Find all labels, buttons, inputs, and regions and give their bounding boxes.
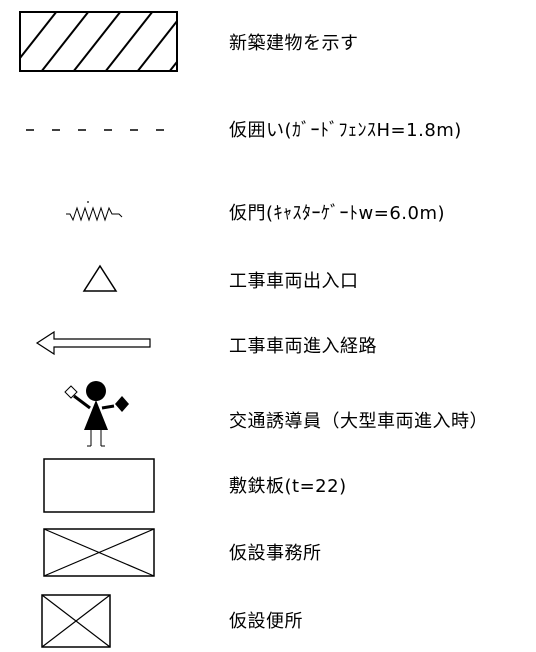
triangle-icon	[82, 264, 118, 294]
plain-rectangle-symbol	[43, 458, 155, 514]
legend-label-new-building: 新築建物を示す	[229, 33, 359, 54]
traffic-guard-icon	[64, 380, 138, 452]
legend-label-temporary-office: 仮設事務所	[229, 543, 322, 564]
legend-label-temporary-toilet: 仮設便所	[229, 611, 303, 632]
zigzag-line-symbol	[64, 200, 134, 224]
legend-label-steel-plate: 敷鉄板(t=22)	[229, 476, 347, 497]
crossed-square-symbol	[41, 594, 111, 648]
left-arrow-icon	[35, 330, 152, 356]
crossed-rectangle-symbol	[43, 528, 155, 578]
legend-label-vehicle-entrance: 工事車両出入口	[229, 271, 359, 292]
legend-label-temporary-fence: 仮囲い(ｶﾞｰﾄﾞﾌｪﾝｽH=1.8m)	[229, 120, 462, 141]
hatched-rectangle-symbol	[19, 11, 179, 73]
legend-label-temporary-gate: 仮門(ｷｬｽﾀｰｹﾞｰﾄw=6.0m)	[229, 203, 446, 224]
dashed-line-symbol	[26, 126, 176, 134]
legend-label-traffic-guard: 交通誘導員（大型車両進入時）	[229, 411, 488, 432]
legend-label-vehicle-route: 工事車両進入経路	[229, 336, 377, 357]
